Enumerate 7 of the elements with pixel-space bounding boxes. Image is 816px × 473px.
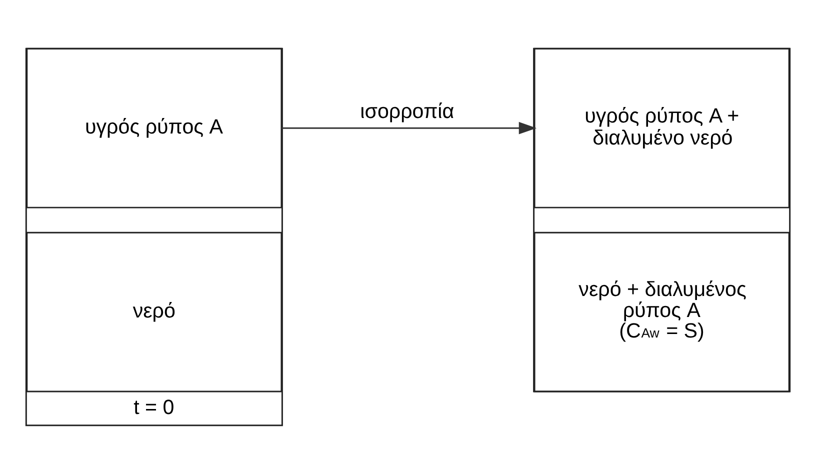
arrow [282, 121, 537, 134]
node-box: νερό [26, 231, 282, 392]
node-box: υγρός ρύπος A + διαλυμένο νερό [534, 47, 790, 208]
node-label: t = 0 [134, 395, 174, 418]
node-box: νερό + διαλυμένος ρύπος A (CAw = S) [534, 231, 790, 392]
edge-label: ισορροπία [360, 100, 454, 123]
node-box: υγρός ρύπος A [26, 47, 282, 208]
